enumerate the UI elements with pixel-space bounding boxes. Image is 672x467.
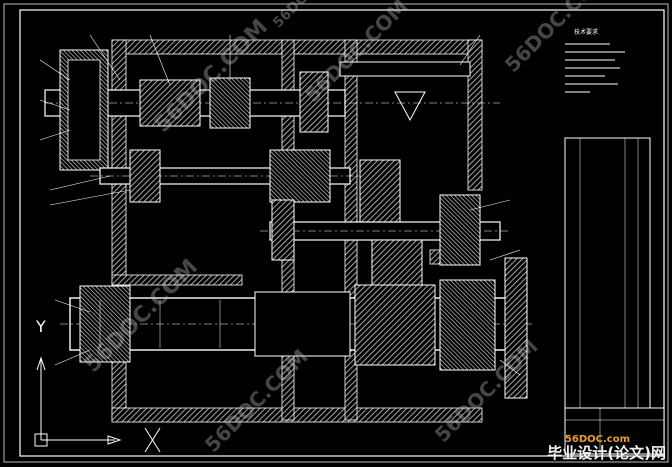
parts-list-table bbox=[564, 137, 651, 409]
site-title: 毕业设计(论文)网 bbox=[547, 444, 666, 462]
counter-shaft bbox=[260, 194, 510, 301]
intermediate-shaft bbox=[90, 149, 401, 231]
output-shaft bbox=[60, 257, 535, 399]
drawing-frame-inner bbox=[19, 9, 665, 457]
site-url: 56DOC.com bbox=[564, 434, 630, 445]
technical-requirements-notes bbox=[565, 43, 625, 93]
leader-lines bbox=[39, 34, 521, 376]
drawing-frame-outer bbox=[3, 3, 669, 463]
technical-requirements-title: 技术要求 bbox=[574, 29, 599, 36]
ucs-axis-icon bbox=[34, 356, 161, 453]
input-shaft bbox=[44, 49, 500, 171]
title-block bbox=[564, 407, 665, 455]
axis-y-label: Y bbox=[35, 317, 46, 336]
